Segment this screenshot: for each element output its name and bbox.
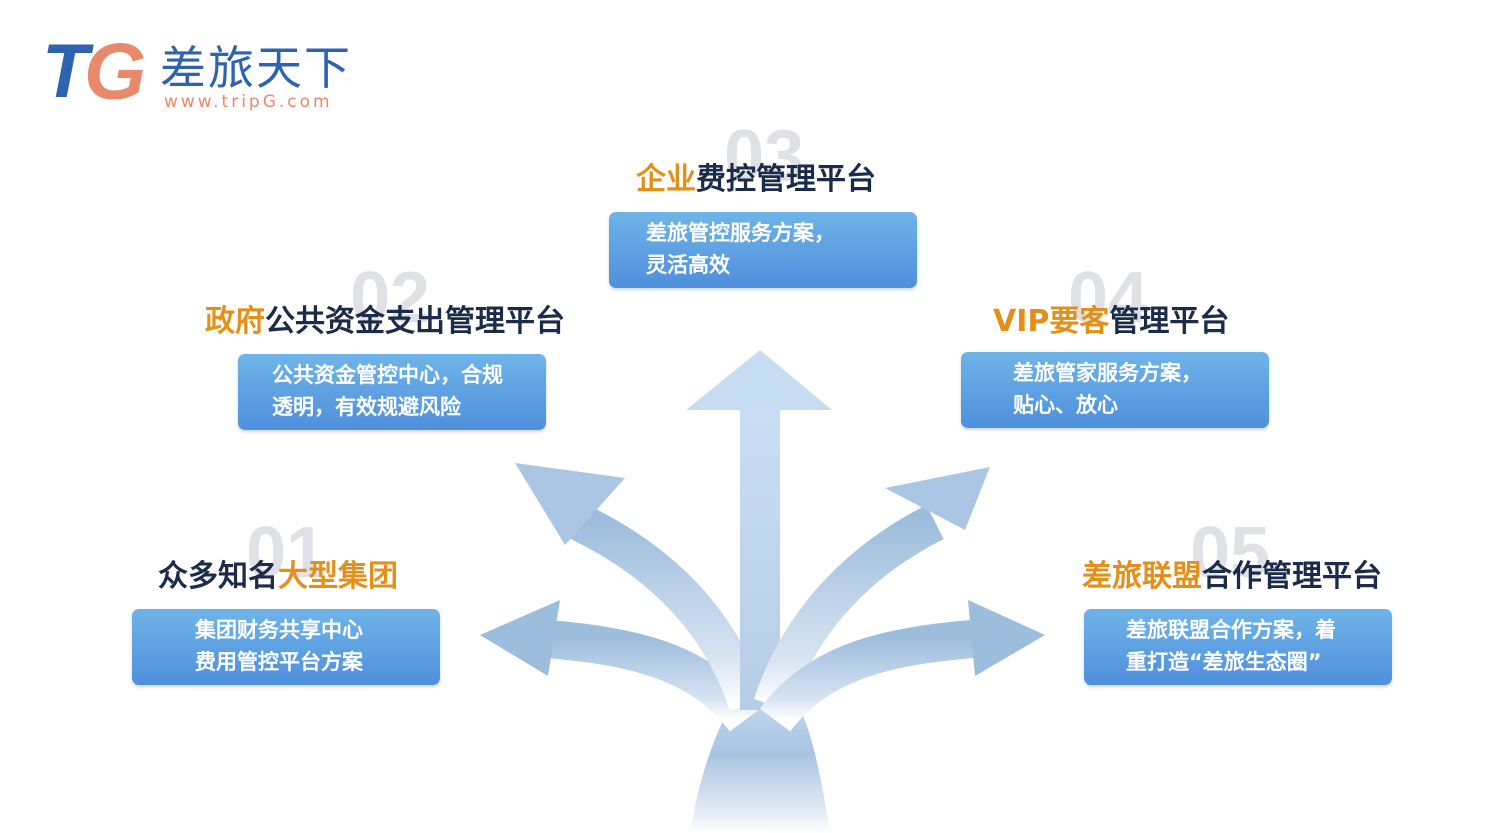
block-number: 04 — [1068, 258, 1149, 338]
title-plain: 公共资金支出管理平台 — [265, 304, 565, 339]
title-highlight-pre: VIP要客 — [993, 304, 1110, 339]
description-line: 差旅管家服务方案， — [1013, 361, 1202, 385]
title-highlight-pre: 政府 — [205, 304, 265, 339]
block-number: 01 — [246, 513, 327, 593]
block-title: VIP要客管理平台 — [993, 302, 1229, 342]
arrow-right-head — [885, 467, 990, 530]
block-title: 企业费控管理平台 — [636, 160, 876, 200]
description-line: 灵活高效 — [646, 253, 730, 277]
arrow-far-left-head — [480, 600, 560, 676]
brand-url: www.tripG.com — [164, 92, 333, 112]
block-title: 差旅联盟合作管理平台 — [1082, 557, 1382, 597]
block-number: 02 — [350, 258, 431, 338]
description-line: 差旅管控服务方案， — [646, 221, 835, 245]
arrow-stem-base — [690, 690, 830, 833]
brand-logo: T G 差旅天下 www.tripG.com — [38, 32, 398, 122]
arrow-far-right-head — [968, 600, 1045, 676]
brand-name: 差旅天下 — [160, 41, 352, 95]
block-number: 03 — [724, 116, 805, 196]
block-title: 政府公共资金支出管理平台 — [205, 302, 565, 342]
title-plain: 合作管理平台 — [1202, 559, 1382, 594]
arrow-far-right-shaft — [759, 619, 987, 732]
description-line: 公共资金管控中心，合规 — [272, 363, 503, 387]
description-line: 贴心、放心 — [1013, 393, 1118, 417]
block-description-card: 差旅管家服务方案， 贴心、放心 — [961, 352, 1269, 428]
description-line: 重打造“差旅生态圈” — [1126, 650, 1322, 674]
arrow-up-head — [686, 350, 832, 410]
description-line: 费用管控平台方案 — [195, 650, 363, 674]
title-plain: 管理平台 — [1109, 304, 1230, 339]
arrow-left-head — [515, 463, 625, 545]
block-description-card: 差旅管控服务方案， 灵活高效 — [609, 212, 917, 288]
title-plain: 费控管理平台 — [696, 162, 876, 197]
block-description-card: 差旅联盟合作方案，着 重打造“差旅生态圈” — [1084, 609, 1392, 685]
description-line: 集团财务共享中心 — [195, 618, 363, 642]
title-highlight: 大型集团 — [278, 559, 398, 594]
logo-letter-g: G — [84, 27, 147, 116]
tg-logo-mark: T G — [38, 32, 148, 112]
arrow-right-shaft — [753, 505, 944, 712]
title-highlight-pre: 企业 — [636, 162, 696, 197]
logo-letter-t: T — [42, 29, 89, 114]
block-title: 众多知名大型集团 — [158, 557, 398, 597]
description-line: 透明，有效规避风险 — [272, 395, 461, 419]
block-description-card: 公共资金管控中心，合规 透明，有效规避风险 — [238, 354, 546, 430]
description-line: 差旅联盟合作方案，着 — [1126, 618, 1336, 642]
block-description-card: 集团财务共享中心 费用管控平台方案 — [132, 609, 440, 685]
arrow-left-shaft — [566, 502, 767, 712]
block-number: 05 — [1190, 513, 1271, 593]
title-plain: 众多知名 — [158, 559, 278, 594]
title-highlight-pre: 差旅联盟 — [1082, 559, 1202, 594]
